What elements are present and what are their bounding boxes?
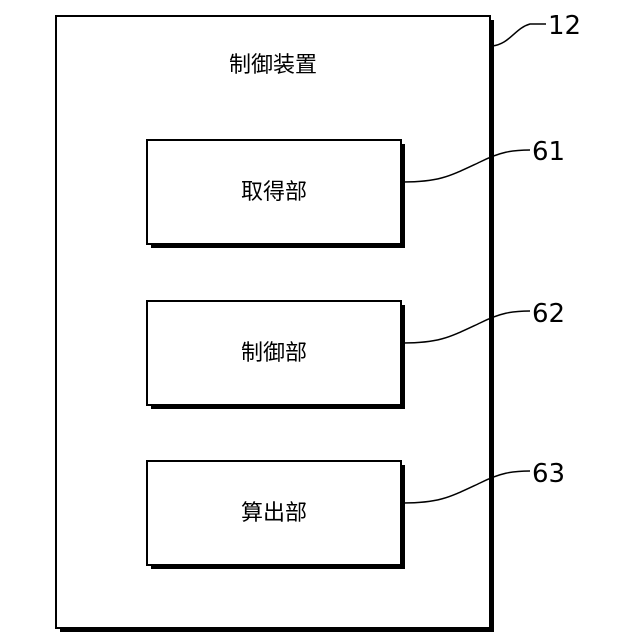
outer-box-ref: 12 (548, 11, 581, 41)
outer-box-title: 制御装置 (229, 53, 317, 78)
block-3-label: 算出部 (241, 501, 307, 526)
block-2-ref: 62 (532, 299, 565, 329)
block-2-label: 制御部 (241, 341, 307, 366)
outer-box-leader-line (492, 24, 546, 46)
block-1-label: 取得部 (241, 180, 307, 205)
block-1-ref: 61 (532, 137, 565, 167)
block-3-ref: 63 (532, 459, 565, 489)
